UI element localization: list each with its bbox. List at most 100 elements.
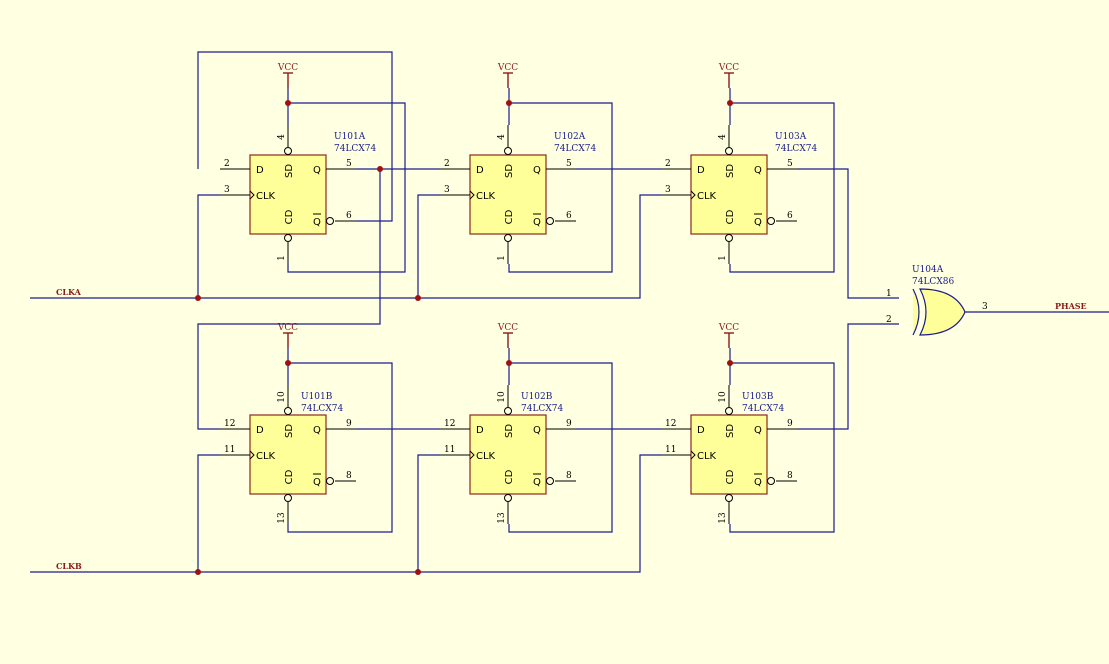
pin-sd-bubble [284, 147, 292, 155]
pin-qn-name: Q [754, 477, 762, 488]
pin-q-name: Q [754, 425, 762, 436]
reference-designator: U103A [775, 132, 807, 142]
junction-dot [285, 360, 291, 366]
pin-qn-bubble [767, 217, 775, 225]
pin-cd-bubble [284, 234, 292, 242]
junction-dot [195, 295, 201, 301]
clock-edge-marker [249, 190, 255, 200]
flip-flop-body [249, 154, 327, 235]
pin-sd-bubble [725, 407, 733, 415]
vcc-label: VCC [497, 63, 518, 73]
pin-cd-bubble [504, 234, 512, 242]
part-number: 74LCX74 [301, 404, 343, 414]
vcc-label: VCC [718, 323, 739, 333]
reference-designator: U102B [521, 392, 553, 402]
wire [729, 102, 835, 273]
wire [30, 194, 661, 299]
pin-sd-name: SD [725, 424, 736, 438]
pin-q-number: 9 [346, 419, 352, 429]
pin-cd-name: CD [504, 209, 515, 224]
pin-sd-bubble [504, 407, 512, 415]
xor-pin-a-number: 1 [886, 289, 892, 299]
pin-cd-name: CD [725, 469, 736, 484]
pin-cd-name: CD [725, 209, 736, 224]
pin-sd-bubble [284, 407, 292, 415]
junction-dot [727, 360, 733, 366]
pin-q-name: Q [533, 165, 541, 176]
pin-cd-bubble [504, 494, 512, 502]
wire [729, 362, 835, 533]
xor-pin-b-number: 2 [886, 315, 892, 325]
pin-q-name: Q [313, 425, 321, 436]
clock-edge-marker [249, 450, 255, 460]
clock-edge-marker [690, 190, 696, 200]
clock-edge-marker [690, 450, 696, 460]
pin-d-name: D [697, 165, 705, 176]
junction-dot [285, 100, 291, 106]
pin-sd-name: SD [725, 164, 736, 178]
pin-d-name: D [256, 165, 264, 176]
pin-clk-number: 11 [224, 445, 235, 455]
pin-qn-name: Q [313, 217, 321, 228]
vcc-label: VCC [277, 63, 298, 73]
pin-cd-number: 13 [277, 512, 287, 524]
pin-sd-number: 4 [718, 134, 728, 140]
pin-qn-name: Q [313, 477, 321, 488]
part-number: 74LCX74 [334, 144, 376, 154]
pin-qn-bubble [326, 217, 334, 225]
flip-flop-body [690, 154, 768, 235]
junction-dot [727, 100, 733, 106]
pin-d-name: D [256, 425, 264, 436]
pin-d-name: D [697, 425, 705, 436]
reference-designator: U101A [334, 132, 366, 142]
wire [417, 454, 440, 572]
wire [287, 362, 393, 533]
wire [197, 169, 381, 430]
wire [417, 194, 440, 298]
pin-qn-bubble [326, 477, 334, 485]
pin-d-name: D [476, 425, 484, 436]
pin-sd-name: SD [284, 424, 295, 438]
net-label-phase: PHASE [1055, 301, 1087, 311]
pin-cd-number: 13 [718, 512, 728, 524]
flip-flop-body [690, 414, 768, 495]
pin-clk-number: 3 [444, 185, 450, 195]
pin-sd-number: 10 [277, 391, 287, 403]
vcc-label: VCC [497, 323, 518, 333]
pin-sd-name: SD [504, 424, 515, 438]
pin-q-name: Q [313, 165, 321, 176]
xor-gate-input-arc [912, 288, 920, 336]
clock-edge-marker [469, 450, 475, 460]
pin-cd-name: CD [504, 469, 515, 484]
flip-flop-body [249, 414, 327, 495]
pin-q-number: 5 [346, 159, 352, 169]
pin-sd-number: 10 [497, 391, 507, 403]
xor-pin-y-number: 3 [982, 302, 988, 312]
pin-cd-number: 1 [277, 255, 287, 261]
pin-cd-bubble [725, 234, 733, 242]
pin-cd-name: CD [284, 469, 295, 484]
pin-d-number: 12 [224, 419, 235, 429]
pin-d-name: D [476, 165, 484, 176]
part-number: 74LCX74 [742, 404, 784, 414]
pin-clk-number: 3 [665, 185, 671, 195]
pin-sd-name: SD [504, 164, 515, 178]
reference-designator: U101B [301, 392, 333, 402]
junction-dot [415, 295, 421, 301]
pin-cd-bubble [725, 494, 733, 502]
xor-part-number: 74LCX86 [912, 277, 954, 287]
pin-sd-bubble [504, 147, 512, 155]
wire [508, 362, 613, 533]
pin-qn-number: 8 [787, 471, 793, 481]
pin-qn-name: Q [533, 477, 541, 488]
vcc-label: VCC [277, 323, 298, 333]
junction-dot [377, 166, 383, 172]
wire [797, 168, 899, 299]
pin-clk-number: 11 [444, 445, 455, 455]
pin-cd-number: 1 [718, 255, 728, 261]
pin-clk-number: 3 [224, 185, 230, 195]
pin-qn-number: 6 [566, 211, 572, 221]
